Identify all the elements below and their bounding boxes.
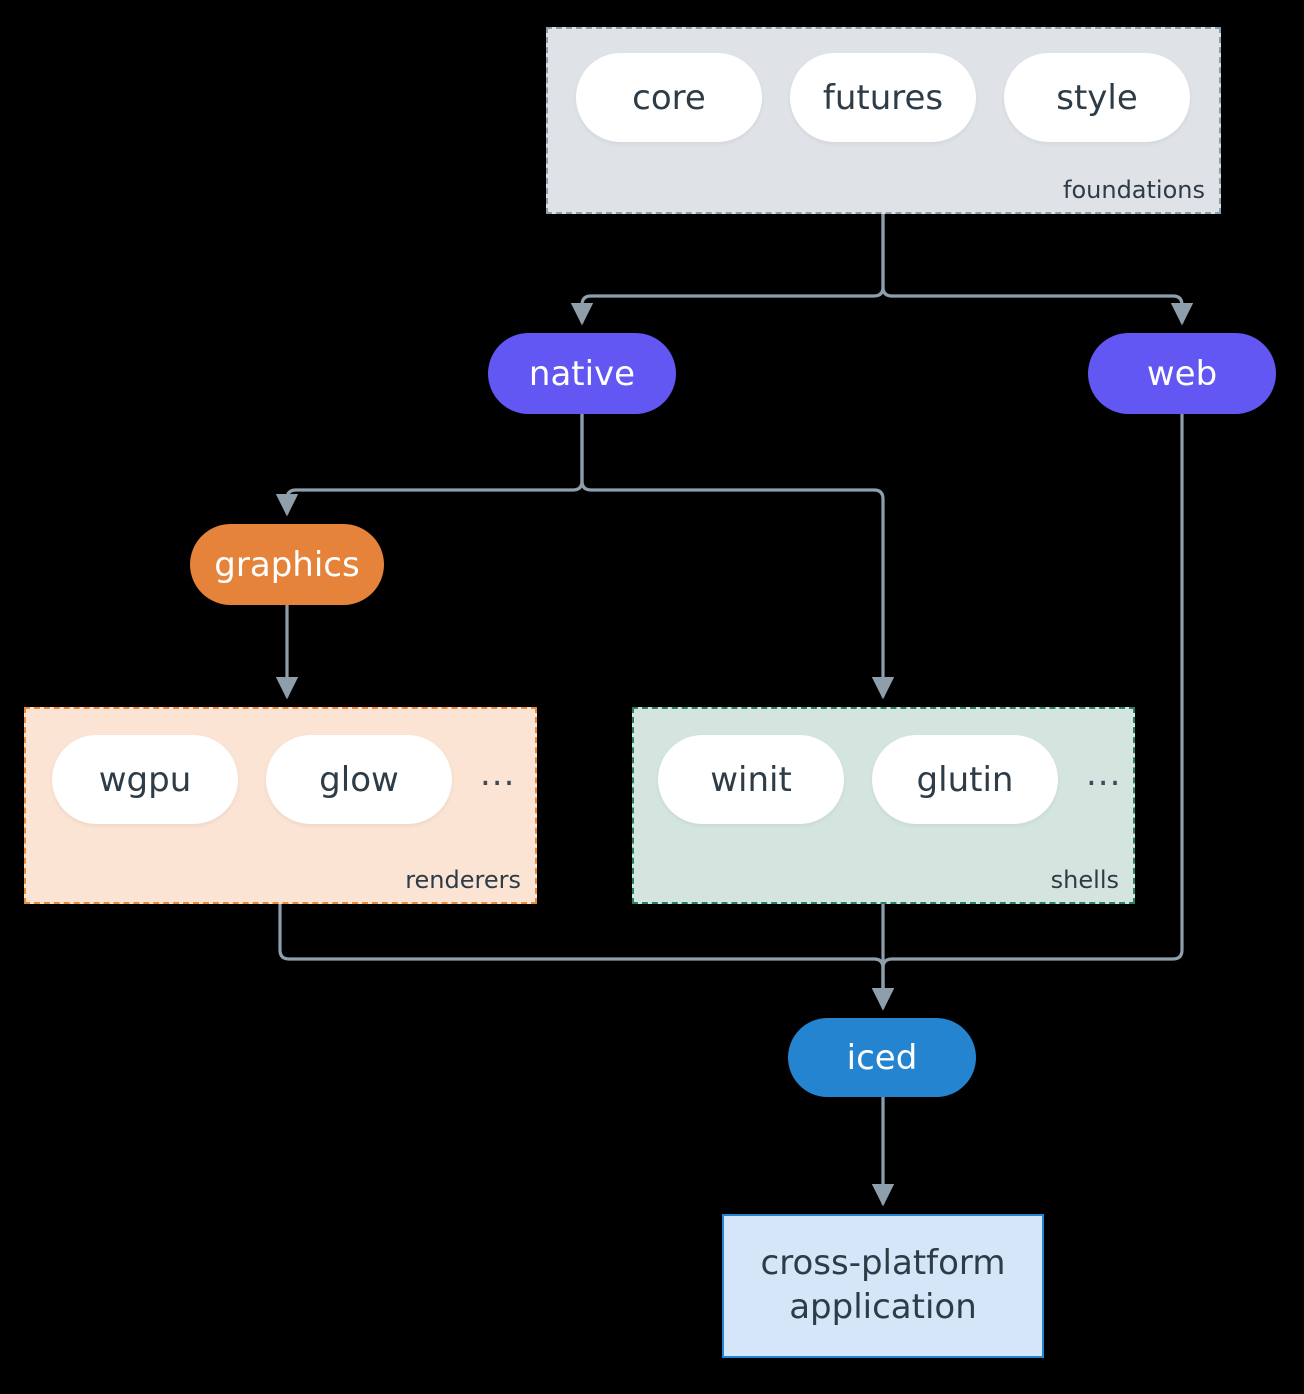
cluster-renderers: wgpu glow ... renderers: [24, 707, 537, 904]
application-line-1: cross-platform: [760, 1243, 1006, 1284]
node-winit[interactable]: winit: [658, 735, 844, 824]
edge-foundations-web: [881, 212, 1194, 326]
node-iced[interactable]: iced: [788, 1018, 976, 1097]
node-graphics[interactable]: graphics: [190, 524, 384, 605]
cluster-renderers-label: renderers: [405, 866, 521, 894]
edge-native-shells: [580, 412, 895, 700]
renderers-items: wgpu glow ...: [52, 735, 515, 824]
shells-ellipsis: ...: [1086, 753, 1122, 794]
edge-native-graphics: [275, 412, 584, 517]
foundations-items: core futures style: [576, 53, 1190, 142]
node-style[interactable]: style: [1004, 53, 1190, 142]
cluster-foundations: core futures style foundations: [546, 27, 1221, 214]
cluster-shells-label: shells: [1050, 866, 1119, 894]
node-futures[interactable]: futures: [790, 53, 976, 142]
node-glow[interactable]: glow: [266, 735, 452, 824]
application-line-2: application: [789, 1287, 977, 1327]
edge-foundations-native: [570, 212, 885, 326]
shells-items: winit glutin ...: [658, 735, 1121, 824]
node-core[interactable]: core: [576, 53, 762, 142]
node-wgpu[interactable]: wgpu: [52, 735, 238, 824]
edge-renderers-iced: [278, 902, 895, 1011]
cluster-shells: winit glutin ... shells: [632, 707, 1135, 904]
node-native[interactable]: native: [488, 333, 676, 414]
node-cross-platform-application[interactable]: cross-platform application: [722, 1214, 1044, 1358]
cluster-foundations-label: foundations: [1063, 176, 1205, 204]
node-web[interactable]: web: [1088, 333, 1276, 414]
node-glutin[interactable]: glutin: [872, 735, 1058, 824]
renderers-ellipsis: ...: [480, 753, 516, 794]
